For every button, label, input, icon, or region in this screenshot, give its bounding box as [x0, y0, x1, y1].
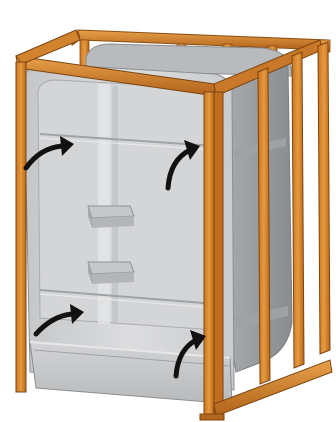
shower-surround	[24, 44, 292, 404]
soap-shelf-upper	[88, 206, 134, 228]
soap-shelf-lower	[88, 262, 134, 284]
